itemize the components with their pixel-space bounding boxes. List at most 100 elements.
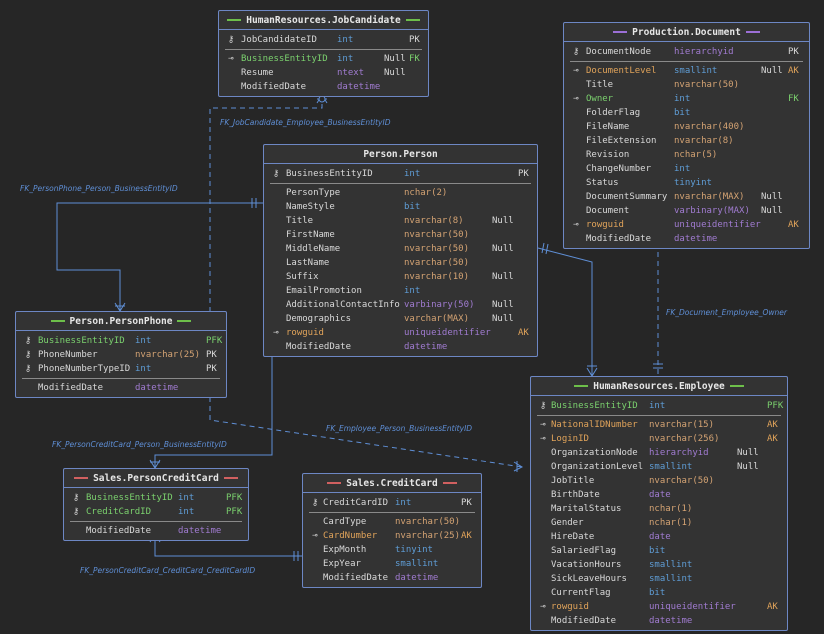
column-key-badge: PK <box>788 47 799 57</box>
column-type: int <box>337 54 354 64</box>
column-name: ModifiedDate <box>586 234 652 244</box>
key-icon: ⚷ <box>24 350 32 360</box>
column-type: int <box>135 364 152 374</box>
column-nullable: Null <box>492 216 514 226</box>
table-jobcandidate[interactable]: HumanResources.JobCandidate ⚷JobCandidate… <box>218 10 429 97</box>
key-icon: ⚷ <box>72 507 80 517</box>
table-header[interactable]: Sales.PersonCreditCard <box>64 469 248 488</box>
header-accent-bar <box>177 320 192 322</box>
column-type: nvarchar(10) <box>404 272 470 282</box>
column-name: PhoneNumber <box>38 350 98 360</box>
column-type: date <box>649 532 671 542</box>
column-name: Suffix <box>286 272 319 282</box>
column-name: LoginID <box>551 434 589 444</box>
column-name: ModifiedDate <box>241 82 307 92</box>
column-key-badge: PFK <box>226 507 243 517</box>
table-header[interactable]: Person.PersonPhone <box>16 312 226 331</box>
column-row[interactable]: Suffix nvarchar(10) Null <box>264 270 537 284</box>
column-name: Owner <box>586 94 614 104</box>
header-accent-bar <box>442 482 457 484</box>
column-key-badge: AK <box>461 531 472 541</box>
table-title: Person.Person <box>363 148 438 160</box>
column-name: ModifiedDate <box>286 342 352 352</box>
column-name: Status <box>586 178 619 188</box>
table-header[interactable]: HumanResources.Employee <box>531 377 787 396</box>
column-name: AdditionalContactInfo <box>286 300 400 310</box>
column-nullable: Null <box>492 272 514 282</box>
table-header[interactable]: Production.Document <box>564 23 809 42</box>
column-name: MiddleName <box>286 244 341 254</box>
table-header[interactable]: HumanResources.JobCandidate <box>219 11 428 30</box>
key-divider <box>270 183 531 184</box>
column-nullable: Null <box>737 448 759 458</box>
table-employee[interactable]: HumanResources.Employee ⚷BusinessEntityID… <box>530 376 788 631</box>
table-header[interactable]: Sales.CreditCard <box>303 474 481 493</box>
table-header[interactable]: Person.Person <box>264 145 537 164</box>
